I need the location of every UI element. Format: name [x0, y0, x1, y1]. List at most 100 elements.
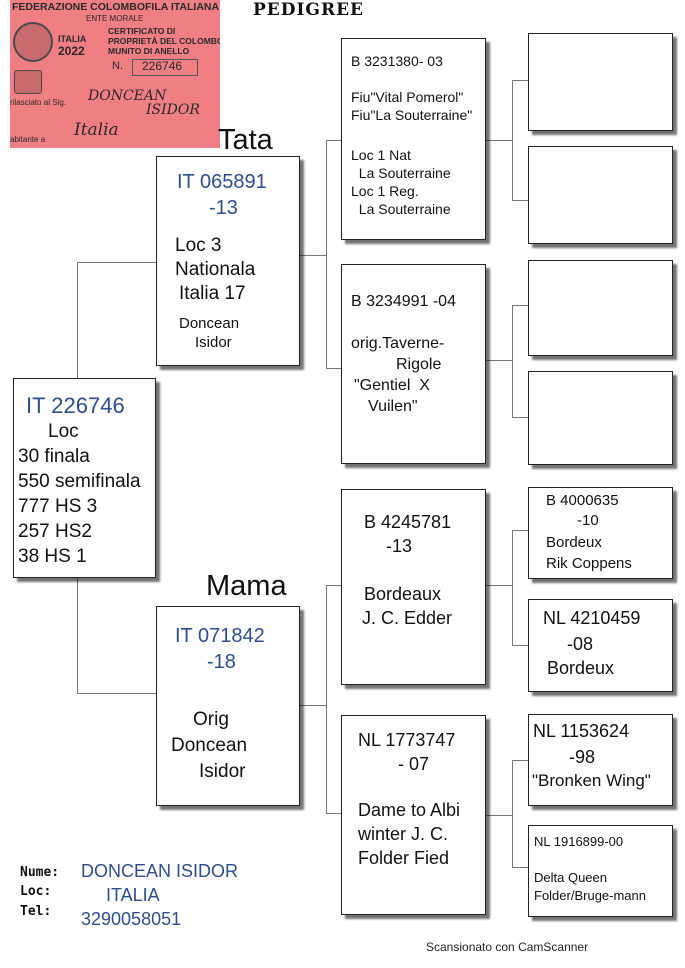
mmm-line: Folder/Bruge-mann [534, 888, 646, 903]
mff-line: -10 [577, 512, 599, 529]
contact-tel-label: Tel: [20, 904, 52, 919]
mmf-line: "Bronken Wing" [532, 771, 651, 790]
fm-ring: B 3234991 -04 [351, 293, 456, 310]
ff-line: Loc 1 Nat [351, 147, 411, 163]
father-line: Loc 3 [175, 235, 222, 256]
connector-line [77, 578, 78, 693]
ff-line: Fiu"Vital Pomerol" [351, 89, 464, 105]
connector-line [512, 305, 528, 306]
connector-line [77, 262, 78, 378]
certificate-resident-label: abitante a [10, 135, 46, 144]
mm-line: Folder Fied [358, 848, 450, 868]
great-grandparent-card-empty [528, 33, 673, 131]
mff-line: B 4000635 [546, 492, 619, 509]
mff-line: Rik Coppens [546, 555, 632, 572]
mf-line: Bordeaux [364, 584, 442, 604]
father-ring-year: -13 [209, 197, 238, 219]
contact-name-label: Nume: [20, 865, 60, 880]
mm-line: winter J. C. [358, 824, 449, 844]
father-owner: Isidor [195, 334, 232, 351]
connector-line [486, 360, 513, 361]
ff-line: La Souterraine [351, 201, 451, 217]
certificate-line-2: PROPRIETÀ DEL COLOMBO [108, 36, 220, 46]
great-grandparent-card-empty [528, 371, 673, 465]
page-title: PEDIGREE [253, 0, 364, 20]
fm-line: orig.Taverne- [351, 335, 445, 352]
fm-line: Rigole [396, 356, 442, 373]
federation-seal-icon [13, 22, 53, 62]
mf-line: J. C. Edder [362, 608, 453, 628]
father-line: Nationala [175, 259, 256, 280]
mfm-line: NL 4210459 [543, 608, 641, 628]
mmm-line: NL 1916899-00 [534, 834, 624, 849]
connector-line [77, 262, 157, 263]
connector-line [512, 80, 513, 200]
mm-ring-year: - 07 [398, 754, 430, 774]
mother-line: Orig [193, 709, 229, 730]
connector-line [300, 255, 327, 256]
connector-line [486, 140, 513, 141]
mm-ring: NL 1773747 [358, 730, 456, 750]
certificate-owner-line-2: ISIDOR [146, 102, 200, 118]
certificate-country: ITALIA [58, 34, 87, 44]
connector-line [512, 417, 528, 418]
mf-ring-year: -13 [386, 536, 413, 556]
mmm-line: Delta Queen [534, 870, 607, 885]
connector-line [512, 200, 528, 201]
mfm-line: Bordeux [547, 658, 615, 678]
ff-ring: B 3231380- 03 [351, 53, 443, 69]
connector-line [512, 530, 513, 645]
connector-line [326, 140, 341, 141]
certificate-number-label: N. [112, 60, 123, 72]
father-owner: Doncean [179, 315, 240, 332]
ownership-certificate: FEDERAZIONE COLOMBOFILA ITALIANA ENTE MO… [10, 0, 220, 148]
connector-line [512, 305, 513, 417]
contact-loc: ITALIA [106, 885, 160, 905]
mother-line: Doncean [171, 735, 248, 756]
mother-line: Isidor [199, 761, 246, 782]
granddam-maternal-card: NL 1773747 - 07 Dame to Albi winter J. C… [341, 715, 486, 915]
connector-line [326, 140, 327, 368]
great-grandparent-card-empty [528, 260, 673, 356]
connector-line [512, 645, 528, 646]
mother-card: IT 071842 -18 Orig Doncean Isidor [156, 606, 300, 806]
great-grandparent-card: B 4000635 -10 Bordeux Rik Coppens [528, 487, 673, 579]
connector-line [512, 80, 528, 81]
mmf-line: NL 1153624 [533, 721, 630, 741]
connector-line [326, 368, 341, 369]
certificate-number-box [132, 59, 198, 76]
bird-line: 38 HS 1 [18, 546, 87, 567]
contact-tel: 3290058051 [81, 909, 182, 929]
connector-line [512, 760, 528, 761]
connector-line [512, 530, 528, 531]
mother-ring: IT 071842 [175, 625, 265, 647]
certificate-federation: FEDERAZIONE COLOMBOFILA ITALIANA [12, 1, 220, 13]
bird-line: 30 finala [18, 446, 90, 467]
granddam-paternal-card: B 3234991 -04 orig.Taverne- Rigole "Gent… [341, 264, 486, 464]
bird-ring: IT 226746 [26, 393, 125, 418]
great-grandparent-card: NL 1153624 -98 "Bronken Wing" [528, 714, 673, 806]
pigeon-stamp-icon [14, 70, 42, 94]
bird-line: 550 semifinala [18, 471, 141, 492]
ff-line: Loc 1 Reg. [351, 183, 419, 199]
mm-line: Dame to Albi [358, 800, 461, 820]
connector-line [77, 693, 157, 694]
connector-line [300, 705, 327, 706]
father-heading: Tata [218, 124, 273, 156]
certificate-year: 2022 [58, 44, 85, 58]
connector-line [512, 760, 513, 867]
certificate-line-3: MUNITO DI ANELLO [108, 46, 190, 56]
mother-ring-year: -18 [207, 651, 236, 673]
mf-ring: B 4245781 [364, 512, 452, 532]
contact-name: DONCEAN ISIDOR [81, 861, 239, 881]
father-card: IT 065891 -13 Loc 3 Nationala Italia 17 … [156, 156, 300, 366]
grandsire-paternal-card: B 3231380- 03 Fiu"Vital Pomerol" Fiu"La … [341, 38, 486, 240]
contact-loc-label: Loc: [20, 884, 52, 899]
bird-line: 777 HS 3 [18, 496, 98, 517]
ff-line: Fiu"La Souterraine" [351, 107, 473, 123]
mother-heading: Mama [206, 570, 287, 602]
connector-line [486, 585, 513, 586]
ff-line: La Souterraine [351, 165, 451, 181]
certificate-number: 226746 [142, 59, 183, 73]
connector-line [326, 585, 327, 813]
